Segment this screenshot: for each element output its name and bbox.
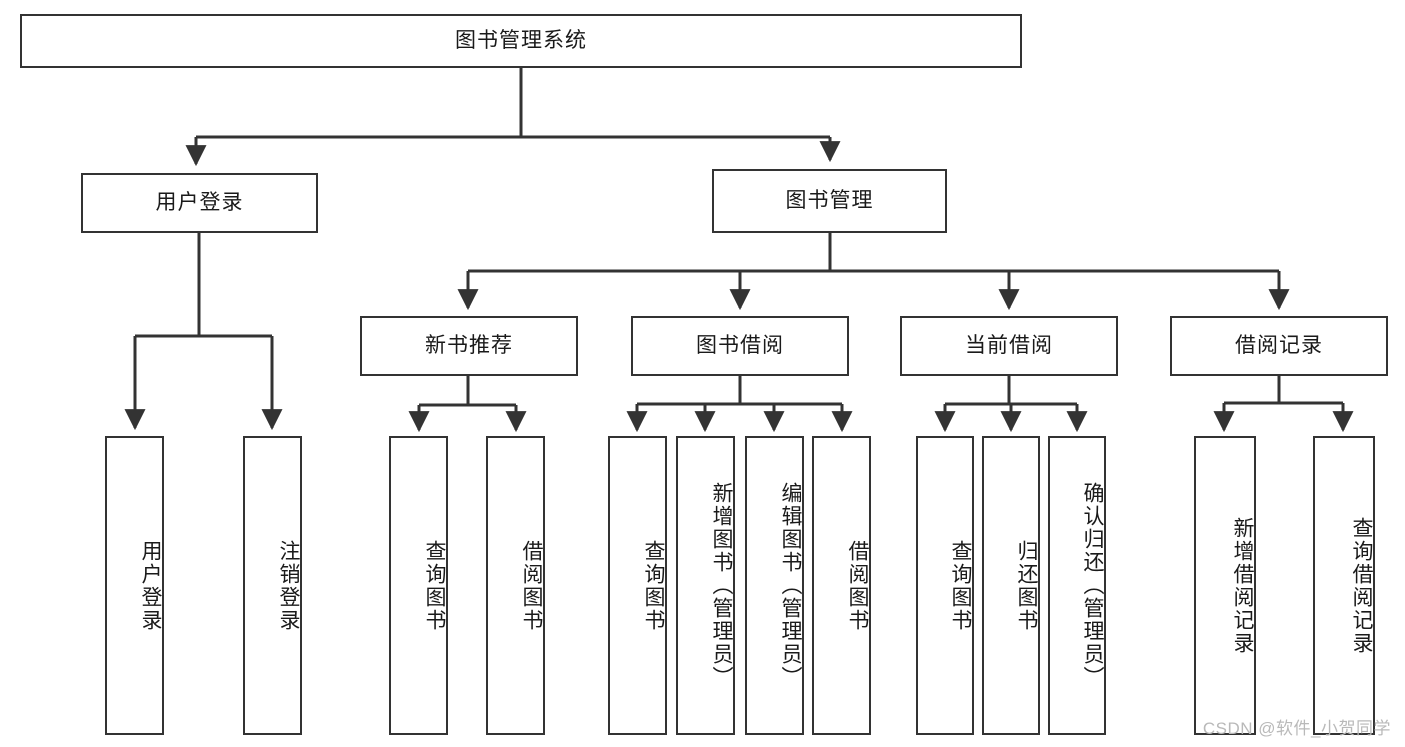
node-user-login-label: 用户登录 [155,191,244,215]
leaf-recommend-query-book-label: 查询图书 [423,539,446,632]
leaf-user-login-login-label: 用户登录 [139,539,162,632]
leaf-record-add-record-label: 新增借阅记录 [1231,516,1254,655]
leaf-borrow-add-book[interactable]: 新增图书（管理员） [676,436,735,735]
leaf-borrow-query-book-label: 查询图书 [642,539,665,632]
leaf-user-login-login[interactable]: 用户登录 [105,436,164,735]
node-user-login[interactable]: 用户登录 [81,173,318,233]
leaf-user-login-logout-label: 注销登录 [277,539,300,632]
node-current-borrow-label: 当前借阅 [965,334,1053,358]
leaf-current-query-book[interactable]: 查询图书 [916,436,974,735]
node-new-book-recommend[interactable]: 新书推荐 [360,316,578,376]
leaf-recommend-borrow-book[interactable]: 借阅图书 [486,436,545,735]
node-borrow-record-label: 借阅记录 [1235,334,1323,358]
node-book-borrow-label: 图书借阅 [696,334,784,358]
leaf-recommend-query-book[interactable]: 查询图书 [389,436,448,735]
node-new-book-recommend-label: 新书推荐 [425,334,513,358]
leaf-recommend-borrow-book-label: 借阅图书 [520,539,543,632]
leaf-borrow-edit-book[interactable]: 编辑图书（管理员） [745,436,804,735]
leaf-borrow-borrow-book-label: 借阅图书 [846,539,869,632]
leaf-borrow-add-book-label: 新增图书（管理员） [710,482,733,689]
node-current-borrow[interactable]: 当前借阅 [900,316,1118,376]
node-root-system[interactable]: 图书管理系统 [20,14,1022,68]
leaf-current-return-book-label: 归还图书 [1015,539,1038,632]
leaf-current-query-book-label: 查询图书 [949,539,972,632]
node-root-system-label: 图书管理系统 [455,29,587,53]
node-book-management[interactable]: 图书管理 [712,169,947,233]
leaf-record-query-record-label: 查询借阅记录 [1350,516,1373,655]
node-book-borrow[interactable]: 图书借阅 [631,316,849,376]
csdn-watermark: CSDN @软件_小贺同学 [1202,719,1391,738]
leaf-record-add-record[interactable]: 新增借阅记录 [1194,436,1256,735]
leaf-current-return-book[interactable]: 归还图书 [982,436,1040,735]
leaf-record-query-record[interactable]: 查询借阅记录 [1313,436,1375,735]
node-book-management-label: 图书管理 [785,189,874,213]
leaf-current-confirm-return[interactable]: 确认归还（管理员） [1048,436,1106,735]
leaf-borrow-edit-book-label: 编辑图书（管理员） [779,482,802,689]
leaf-borrow-query-book[interactable]: 查询图书 [608,436,667,735]
leaf-borrow-borrow-book[interactable]: 借阅图书 [812,436,871,735]
node-borrow-record[interactable]: 借阅记录 [1170,316,1388,376]
leaf-user-login-logout[interactable]: 注销登录 [243,436,302,735]
leaf-current-confirm-return-label: 确认归还（管理员） [1081,482,1104,689]
